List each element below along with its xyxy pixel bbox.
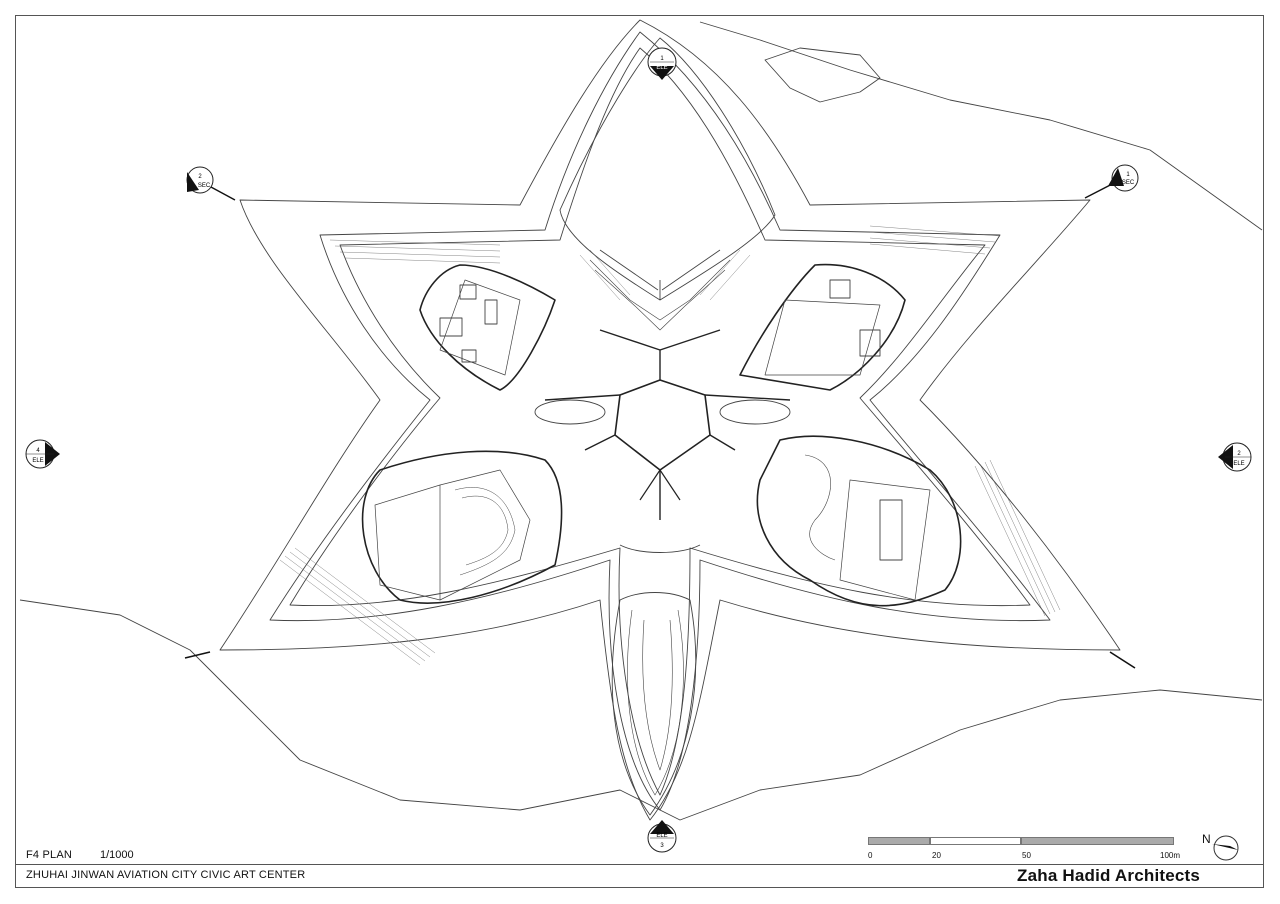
svg-text:1: 1 xyxy=(1126,172,1130,178)
ele-marker-4[interactable]: 4 ELE xyxy=(25,439,60,469)
svg-text:SEC: SEC xyxy=(1122,180,1135,186)
title-block-rule xyxy=(15,864,1264,865)
scale-tick-100: 100m xyxy=(1160,851,1181,860)
svg-text:SEC: SEC xyxy=(198,183,211,189)
svg-text:ELE: ELE xyxy=(32,458,43,464)
svg-text:ELE: ELE xyxy=(1233,461,1244,467)
ele-marker-3[interactable]: ELE 3 xyxy=(647,820,677,853)
ele-marker-1[interactable]: 1 ELE xyxy=(647,47,677,80)
sheet-border xyxy=(15,15,1264,888)
svg-text:ELE: ELE xyxy=(656,65,667,71)
scale-tick-0: 0 xyxy=(868,851,873,860)
north-lobe xyxy=(559,37,776,301)
sec-marker-1[interactable]: 1 SEC xyxy=(1108,164,1139,192)
plan-scale: 1/1000 xyxy=(100,849,134,861)
plan-label: F4 PLAN xyxy=(26,849,73,861)
north-label: N xyxy=(1202,832,1211,846)
svg-text:1: 1 xyxy=(660,56,664,62)
ele-marker-2[interactable]: 2 ELE xyxy=(1218,442,1252,472)
building-inner-outline xyxy=(289,47,1031,796)
scale-tick-20: 20 xyxy=(932,851,941,860)
svg-text:3: 3 xyxy=(660,843,664,849)
se-block xyxy=(756,435,962,607)
scale-tick-50: 50 xyxy=(1022,851,1031,860)
ne-block xyxy=(739,263,906,391)
outer-plaza-outline xyxy=(219,19,1121,821)
north-arrow: N xyxy=(1200,832,1242,862)
svg-text:4: 4 xyxy=(36,448,40,454)
svg-text:ELE: ELE xyxy=(656,833,667,839)
nw-block xyxy=(419,264,556,391)
landscape-contour-upper xyxy=(699,21,1263,231)
svg-text:2: 2 xyxy=(198,174,202,180)
firm-logo-text: Zaha Hadid Architects xyxy=(1017,866,1201,885)
central-hub xyxy=(614,379,711,471)
north-arrow-icon xyxy=(1212,835,1239,861)
lake-outline xyxy=(764,47,881,103)
sw-block xyxy=(361,450,563,604)
south-lobe xyxy=(611,592,697,816)
sec-marker-2[interactable]: 2 SEC xyxy=(186,166,214,194)
landscape-contour xyxy=(19,599,1263,821)
svg-text:2: 2 xyxy=(1237,451,1241,457)
scale-bar: 0 20 50 100m xyxy=(868,837,1180,860)
project-title: ZHUHAI JINWAN AVIATION CITY CIVIC ART CE… xyxy=(26,869,306,881)
building-outline xyxy=(269,31,1051,811)
